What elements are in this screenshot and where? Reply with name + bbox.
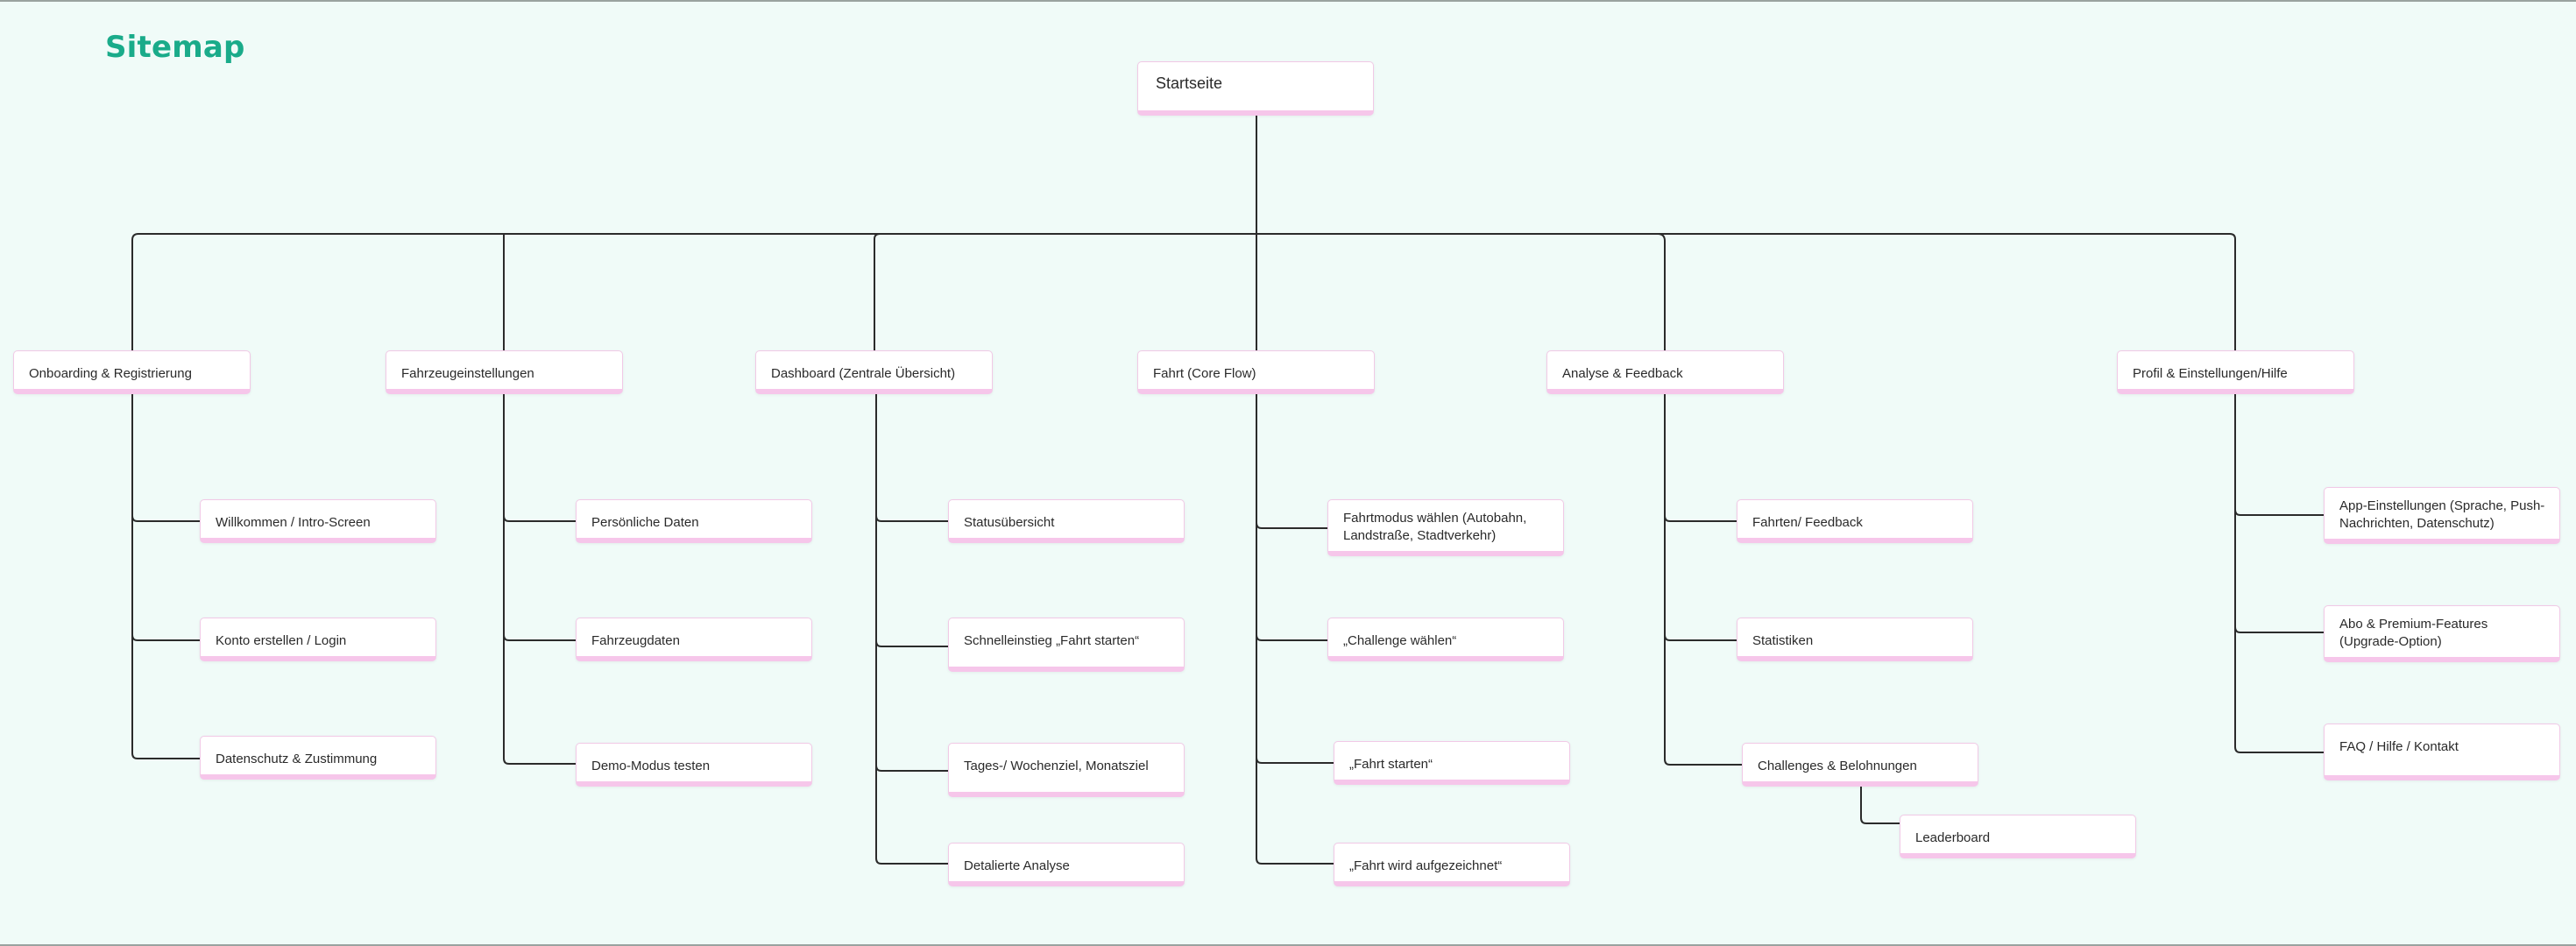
node-label: Statusübersicht <box>964 515 1055 530</box>
page-statistiken[interactable]: Statistiken <box>1737 618 1973 661</box>
page-datenschutz[interactable]: Datenschutz & Zustimmung <box>200 736 436 780</box>
node-label: Fahrzeugdaten <box>591 633 680 648</box>
page-challenge-waehlen[interactable]: „Challenge wählen“ <box>1327 618 1564 661</box>
page-app-einstellungen[interactable]: App-Einstellungen (Sprache, Push-Nachric… <box>2324 487 2560 544</box>
section-fahrt[interactable]: Fahrt (Core Flow) <box>1137 350 1375 394</box>
node-label: Fahrt (Core Flow) <box>1153 366 1256 381</box>
node-label: „Challenge wählen“ <box>1343 633 1457 648</box>
page-demo-modus[interactable]: Demo-Modus testen <box>576 743 812 787</box>
branch-fahrzeug <box>503 394 576 765</box>
branch-analyse <box>1664 394 1742 766</box>
node-startseite[interactable]: Startseite <box>1137 61 1374 116</box>
node-label: Konto erstellen / Login <box>216 633 347 648</box>
node-label: Profil & Einstellungen/Hilfe <box>2133 366 2288 381</box>
node-label: Willkommen / Intro-Screen <box>216 515 371 530</box>
node-label: Datenschutz & Zustimmung <box>216 752 378 766</box>
page-abo-premium[interactable]: Abo & Premium-Features (Upgrade-Option) <box>2324 605 2560 662</box>
page-faq-hilfe-kontakt[interactable]: FAQ / Hilfe / Kontakt <box>2324 724 2560 780</box>
page-willkommen[interactable]: Willkommen / Intro-Screen <box>200 499 436 543</box>
node-label: „Fahrt starten“ <box>1349 757 1433 772</box>
node-label: Fahrzeugeinstellungen <box>401 366 534 381</box>
connector-bus <box>1256 233 2236 352</box>
section-analyse-feedback[interactable]: Analyse & Feedback <box>1546 350 1784 394</box>
node-label: Analyse & Feedback <box>1562 366 1683 381</box>
page-challenges-belohnungen[interactable]: Challenges & Belohnungen <box>1742 743 1978 787</box>
page-konto-erstellen[interactable]: Konto erstellen / Login <box>200 618 436 661</box>
node-label: Leaderboard <box>1915 830 1991 845</box>
node-label: App-Einstellungen (Sprache, Push-Nachric… <box>2339 498 2545 531</box>
branch-dashboard <box>875 394 948 865</box>
page-schnelleinstieg[interactable]: Schnelleinstieg „Fahrt starten“ <box>948 618 1185 672</box>
node-label: FAQ / Hilfe / Kontakt <box>2339 739 2459 754</box>
section-profil-einstellungen[interactable]: Profil & Einstellungen/Hilfe <box>2117 350 2354 394</box>
connector-onboarding <box>131 233 1256 352</box>
section-onboarding[interactable]: Onboarding & Registrierung <box>13 350 251 394</box>
node-label: Challenges & Belohnungen <box>1758 759 1917 773</box>
node-label: Onboarding & Registrierung <box>29 366 192 381</box>
branch-leaderboard <box>1860 787 1900 824</box>
page-persoenliche-daten[interactable]: Persönliche Daten <box>576 499 812 543</box>
node-label: Schnelleinstieg „Fahrt starten“ <box>964 633 1140 648</box>
node-label: Tages-/ Wochenziel, Monatsziel <box>964 759 1149 773</box>
page-title: Sitemap <box>105 30 245 65</box>
branch-fahrt <box>1256 394 1334 865</box>
node-label: Statistiken <box>1752 633 1814 648</box>
page-fahrt-aufgezeichnet[interactable]: „Fahrt wird aufgezeichnet“ <box>1334 843 1570 886</box>
page-tages-wochenziel[interactable]: Tages-/ Wochenziel, Monatsziel <box>948 743 1185 797</box>
page-detalierte-analyse[interactable]: Detalierte Analyse <box>948 843 1185 886</box>
page-statusuebersicht[interactable]: Statusübersicht <box>948 499 1185 543</box>
connector-analyse <box>1657 233 1666 352</box>
page-fahrzeugdaten[interactable]: Fahrzeugdaten <box>576 618 812 661</box>
node-label: Abo & Premium-Features (Upgrade-Option) <box>2339 617 2488 649</box>
node-label: Fahrtmodus wählen (Autobahn, Landstraße,… <box>1343 511 1527 543</box>
section-dashboard[interactable]: Dashboard (Zentrale Übersicht) <box>755 350 993 394</box>
node-label: Startseite <box>1156 74 1223 92</box>
node-label: Demo-Modus testen <box>591 759 711 773</box>
node-label: „Fahrt wird aufgezeichnet“ <box>1349 858 1503 873</box>
page-fahrtmodus-waehlen[interactable]: Fahrtmodus wählen (Autobahn, Landstraße,… <box>1327 499 1564 556</box>
node-label: Fahrten/ Feedback <box>1752 515 1863 530</box>
branch-onboarding <box>131 394 200 759</box>
connector-dashboard <box>874 233 881 352</box>
page-fahrten-feedback[interactable]: Fahrten/ Feedback <box>1737 499 1973 543</box>
page-leaderboard[interactable]: Leaderboard <box>1900 815 2136 858</box>
page-fahrt-starten[interactable]: „Fahrt starten“ <box>1334 741 1570 785</box>
node-label: Detalierte Analyse <box>964 858 1070 873</box>
branch-profil <box>2234 394 2324 753</box>
node-label: Dashboard (Zentrale Übersicht) <box>771 366 956 381</box>
section-fahrzeugeinstellungen[interactable]: Fahrzeugeinstellungen <box>386 350 623 394</box>
node-label: Persönliche Daten <box>591 515 699 530</box>
